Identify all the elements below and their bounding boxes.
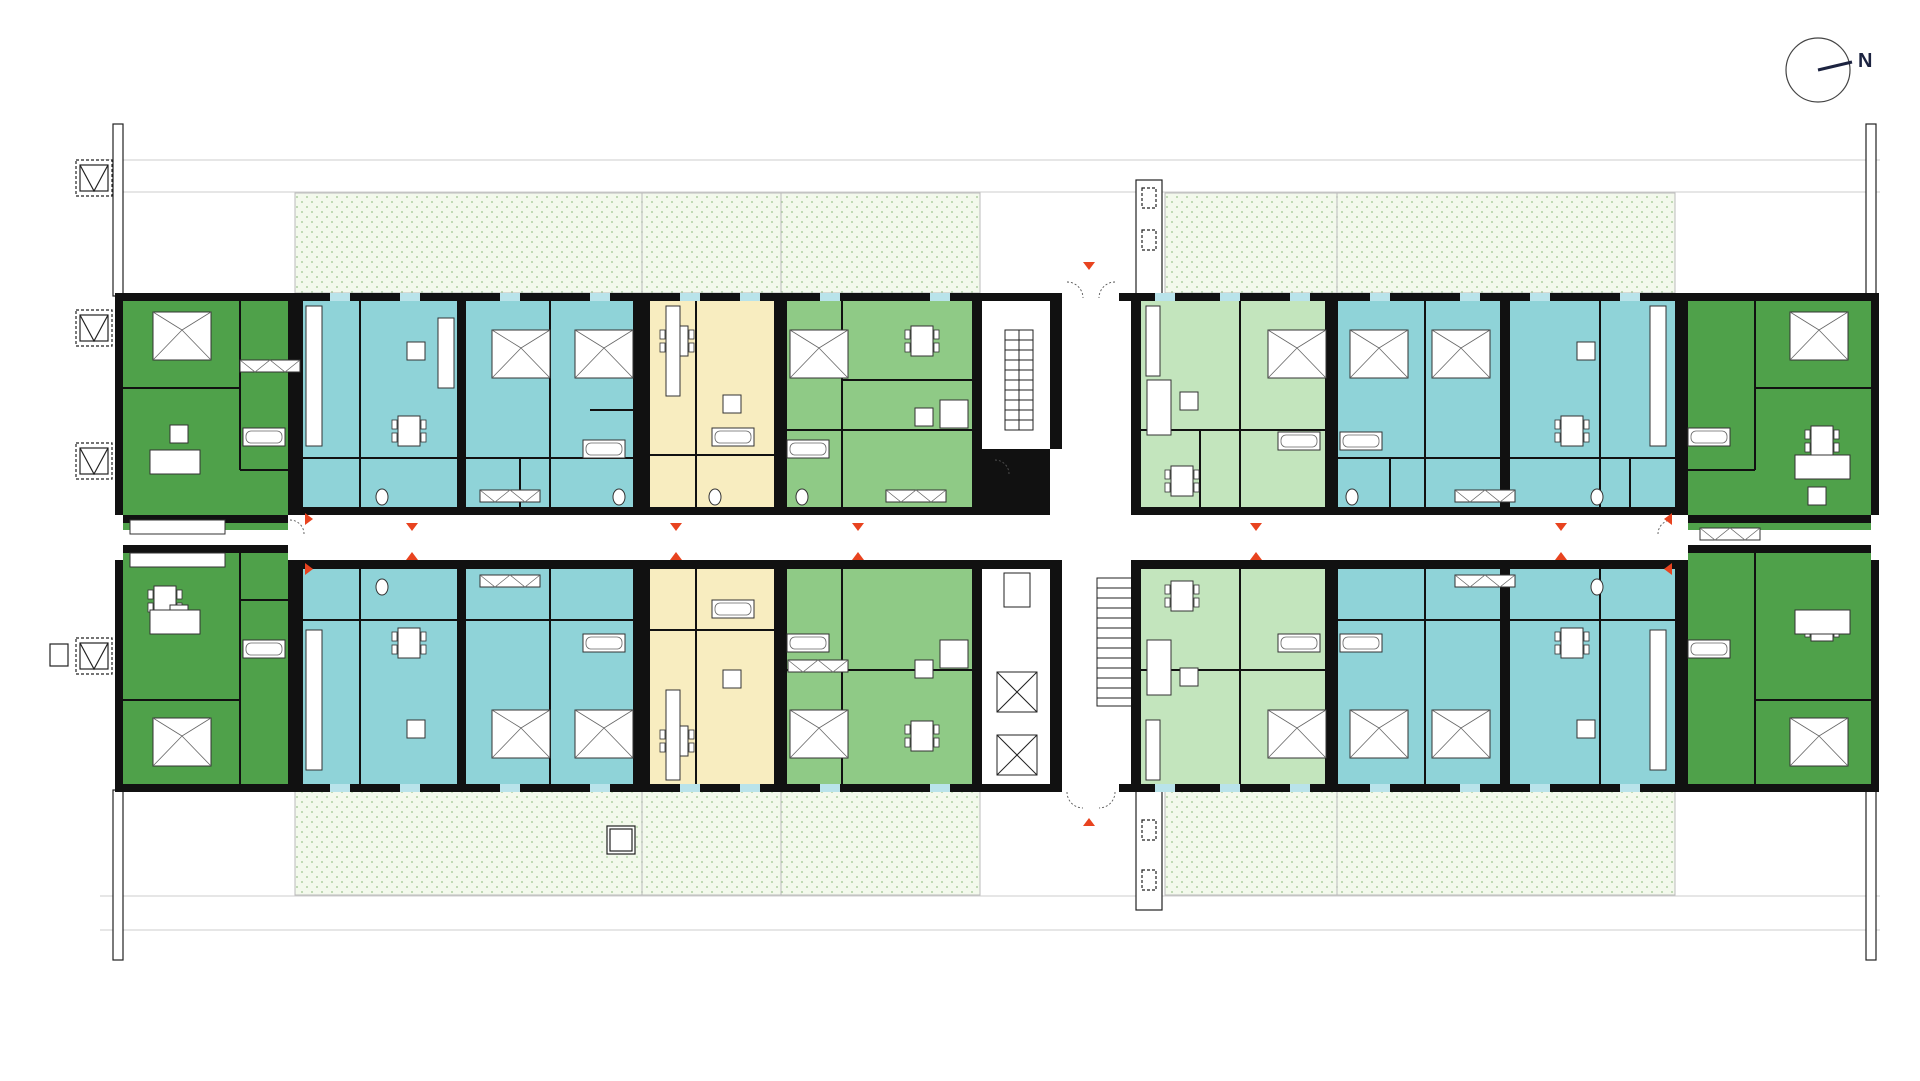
lobby-entrance bbox=[1050, 293, 1141, 792]
unit-s8[interactable] bbox=[1510, 569, 1675, 784]
unit-s2[interactable] bbox=[303, 569, 457, 784]
site-boundary bbox=[100, 159, 1880, 931]
window-strips bbox=[330, 293, 1640, 792]
central-corridor bbox=[292, 515, 1672, 560]
corridor-wall-south-east bbox=[1131, 560, 1672, 569]
lobby-stair-icon bbox=[1096, 577, 1134, 707]
entrance-marker-icons bbox=[305, 262, 1672, 826]
unit-n2[interactable] bbox=[303, 301, 457, 507]
stair-icon bbox=[1004, 329, 1034, 431]
interior-walls-north bbox=[123, 293, 1871, 523]
unit-n8[interactable] bbox=[1510, 301, 1675, 507]
north-label: N bbox=[1858, 50, 1872, 72]
north-arrow-icon: N bbox=[1785, 37, 1872, 103]
planters bbox=[606, 179, 1163, 911]
interior-walls-south bbox=[123, 545, 1871, 792]
sofa-icons bbox=[149, 317, 1851, 696]
terraces bbox=[294, 192, 1676, 896]
lobby bbox=[1062, 301, 1131, 789]
stair-core-north bbox=[982, 301, 1054, 449]
kitchen-counters bbox=[129, 305, 1667, 781]
shaft-icons bbox=[49, 159, 113, 675]
room-partitions bbox=[123, 301, 1871, 784]
elevator-icon bbox=[996, 671, 1038, 776]
corridor-wall-north-east bbox=[1131, 507, 1672, 515]
